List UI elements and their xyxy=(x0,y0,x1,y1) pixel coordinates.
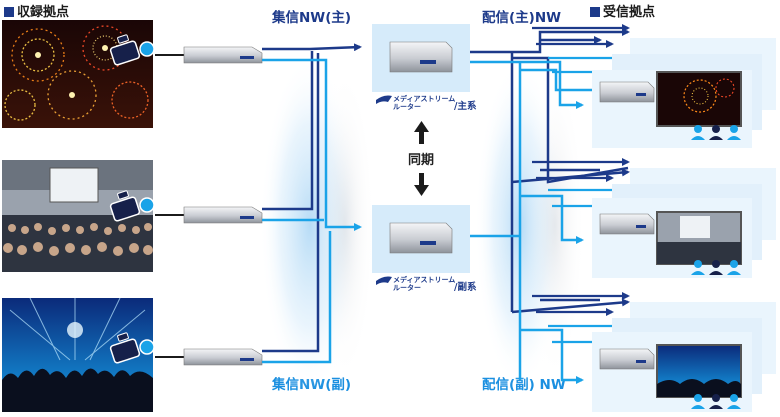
conference-screen xyxy=(656,211,742,265)
camera-icon xyxy=(109,190,155,222)
recording-site-title: 収録拠点 xyxy=(4,1,69,20)
fireworks-photo xyxy=(2,20,153,128)
title-square-icon xyxy=(590,7,600,17)
deliver-main-label: 配信(主)NW xyxy=(482,10,562,26)
router-sub-device xyxy=(389,222,453,254)
audience-icon xyxy=(691,394,741,409)
decoder-device xyxy=(599,348,655,370)
camera-icon xyxy=(109,34,155,66)
receiving-site-label: 受信拠点 xyxy=(603,5,656,20)
collect-sub-lines xyxy=(262,58,362,364)
camera-cables xyxy=(155,54,184,358)
logo-line2: ルーター xyxy=(393,284,421,292)
sync-label: 同期 xyxy=(408,153,435,168)
router-main-suffix: /主系 xyxy=(454,101,477,112)
receiving-site-title: 受信拠点 xyxy=(590,1,655,20)
recording-site-label: 収録拠点 xyxy=(17,5,70,20)
conference-photo xyxy=(2,160,153,272)
decoder-device xyxy=(599,81,655,103)
encoder-device xyxy=(183,348,263,366)
encoder-device xyxy=(183,46,263,64)
audience-icon xyxy=(691,260,741,275)
router-logo-icon xyxy=(376,95,392,104)
audience-icon xyxy=(691,125,741,140)
router-sub-suffix: /副系 xyxy=(454,282,477,293)
router-main-device xyxy=(389,41,453,73)
collect-main-label: 集信NW(主) xyxy=(272,10,352,26)
logo-line1: メディアストリーム xyxy=(393,276,456,284)
encoder-device xyxy=(183,206,263,224)
camera-icon xyxy=(109,332,155,364)
logo-line2: ルーター xyxy=(393,103,421,111)
sync-arrows-icon xyxy=(414,121,429,196)
collect-main-lines xyxy=(262,43,362,353)
decoder-device xyxy=(599,213,655,235)
concert-screen xyxy=(656,344,742,398)
collect-network-shadow xyxy=(315,65,375,385)
fireworks-screen xyxy=(656,71,742,127)
logo-line1: メディアストリーム xyxy=(393,95,456,103)
router-main-logo-text: メディアストリーム ルーター xyxy=(393,95,455,111)
deliver-network-shadow xyxy=(525,65,585,385)
router-sub-logo-text: メディアストリーム ルーター xyxy=(393,276,455,292)
router-logo-icon xyxy=(376,276,392,285)
title-square-icon xyxy=(4,7,14,17)
